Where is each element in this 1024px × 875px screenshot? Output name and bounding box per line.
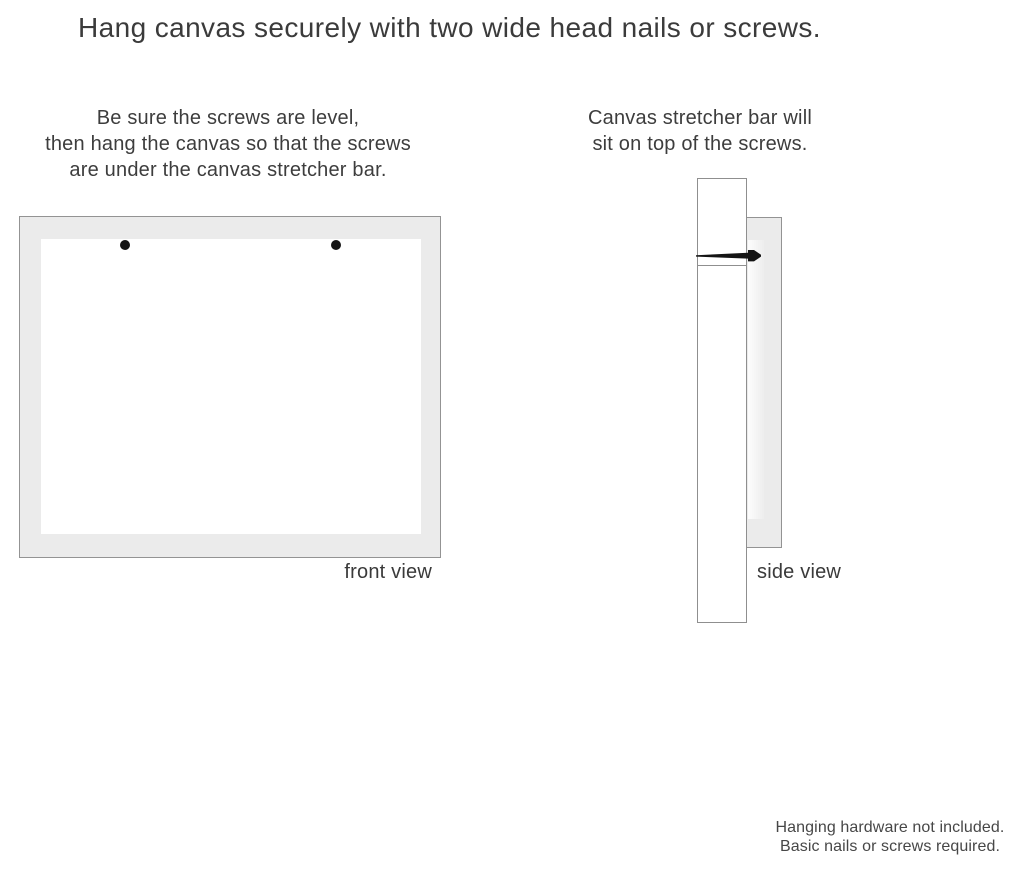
footnote-line: Basic nails or screws required. [779,838,1001,855]
screw-left-icon [120,240,130,250]
instruction-line: Canvas stretcher bar will [588,107,812,129]
page-title: Hang canvas securely with two wide head … [78,12,821,43]
screw-right-icon [331,240,341,250]
instruction-line: are under the canvas stretcher bar. [69,159,387,181]
front-view-label: front view [344,561,432,583]
nail-icon [696,250,761,262]
front-view-canvas-face [41,239,421,534]
side-view-canvas-panel [744,217,782,548]
instruction-line: sit on top of the screws. [592,133,808,155]
instruction-line: then hang the canvas so that the screws [45,133,411,155]
front-view-canvas-frame [19,216,441,558]
hardware-footnote: Hanging hardware not included. Basic nai… [774,818,1006,856]
stretcher-bar-bottom-edge [698,265,746,266]
front-view-instructions: Be sure the screws are level, then hang … [28,105,428,183]
side-view-label: side view [757,561,842,583]
side-view-canvas-face [748,240,764,519]
instruction-line: Be sure the screws are level, [96,107,360,129]
side-view-stretcher-bar [697,178,747,623]
side-view-instructions: Canvas stretcher bar will sit on top of … [550,105,850,157]
footnote-line: Hanging hardware not included. [775,819,1005,836]
